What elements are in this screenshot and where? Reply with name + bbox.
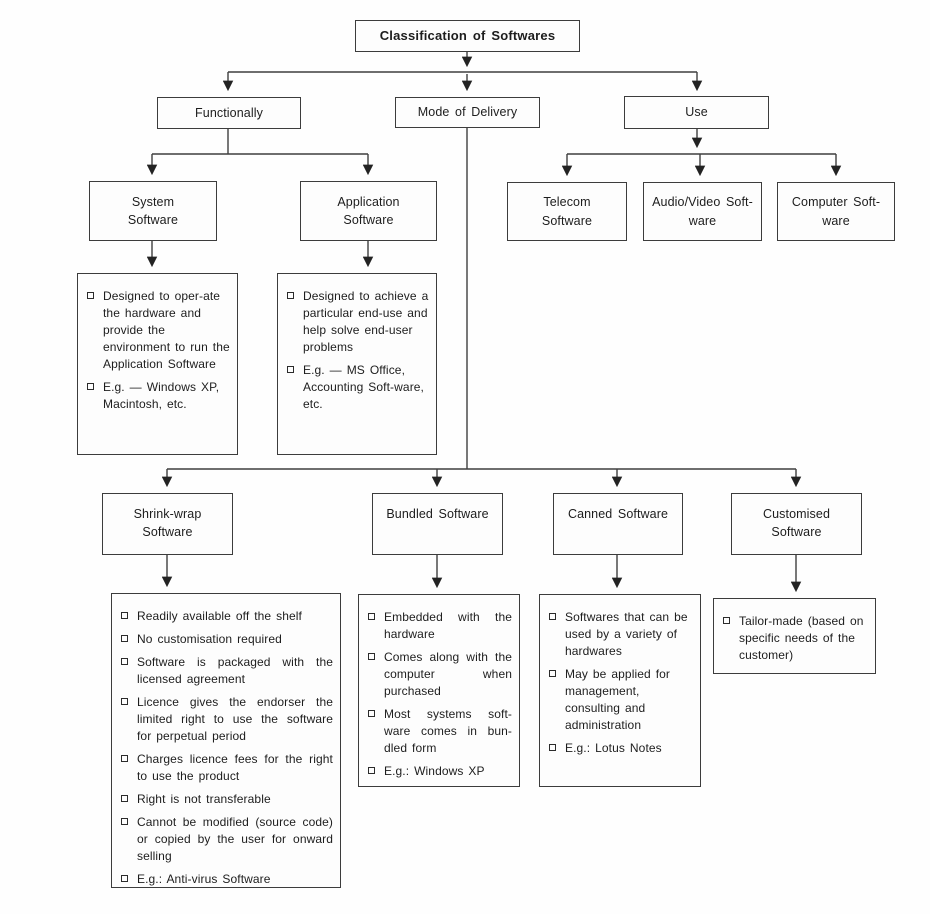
bullet-item: Designed to achieve a particular end-use… xyxy=(287,288,429,356)
detail-application-software: Designed to achieve a particular end-use… xyxy=(277,273,437,455)
square-bullet-icon xyxy=(368,710,375,718)
bullet-text: No customisation required xyxy=(137,632,282,647)
bullet-text: Designed to achieve a particular end-use… xyxy=(303,289,429,355)
bullet-text: Readily available off the shelf xyxy=(137,609,302,623)
square-bullet-icon xyxy=(121,635,128,643)
bullet-text: E.g. — Windows XP, Macintosh, etc. xyxy=(103,380,220,412)
square-bullet-icon xyxy=(121,755,128,763)
bullet-text: May be applied for management, consultin… xyxy=(565,667,671,733)
bullet-item: Embedded with the hardware xyxy=(368,609,512,643)
bullet-text: Softwares that can be used by a variety … xyxy=(565,610,688,659)
bullet-text: Tailor-made (based on specific needs of … xyxy=(739,614,864,663)
node-computer-software: Computer Soft- ware xyxy=(777,182,895,241)
bullet-text: Cannot be modified (source code) or copi… xyxy=(137,815,333,864)
node-audio-video-software: Audio/Video Soft- ware xyxy=(643,182,762,241)
node-shrink-wrap-software: Shrink-wrap Software xyxy=(102,493,233,555)
square-bullet-icon xyxy=(549,613,556,620)
node-use: Use xyxy=(624,96,769,129)
bullet-item: Charges licence fees for the right to us… xyxy=(121,751,333,785)
bullet-item: No customisation required xyxy=(121,631,333,648)
node-application-software: Application Software xyxy=(300,181,437,241)
bullet-item: Readily available off the shelf xyxy=(121,608,333,625)
bullet-list: Designed to achieve a particular end-use… xyxy=(287,288,429,413)
node-functionally: Functionally xyxy=(157,97,301,129)
bullet-list: Readily available off the shelf No custom… xyxy=(121,608,333,888)
bullet-list: Softwares that can be used by a variety … xyxy=(549,609,693,757)
bullet-list: Designed to oper-ate the hardware and pr… xyxy=(87,288,230,413)
bullet-item: E.g. — Windows XP, Macintosh, etc. xyxy=(87,379,230,413)
bullet-text: E.g. — MS Office, Accounting Soft-ware, … xyxy=(303,363,424,412)
bullet-item: Cannot be modified (source code) or copi… xyxy=(121,814,333,865)
square-bullet-icon xyxy=(368,613,375,620)
bullet-item: Software is packaged with the licensed a… xyxy=(121,654,333,688)
square-bullet-icon xyxy=(549,744,556,752)
bullet-item: Licence gives the endorser the limited r… xyxy=(121,694,333,745)
bullet-item: Designed to oper-ate the hardware and pr… xyxy=(87,288,230,373)
bullet-text: Charges licence fees for the right to us… xyxy=(137,752,333,784)
bullet-item: Softwares that can be used by a variety … xyxy=(549,609,693,660)
square-bullet-icon xyxy=(87,383,94,391)
square-bullet-icon xyxy=(287,292,294,299)
bullet-item: Tailor-made (based on specific needs of … xyxy=(723,613,868,664)
node-customised-software: Customised Software xyxy=(731,493,862,555)
bullet-item: E.g.: Anti-virus Software xyxy=(121,871,333,888)
bullet-item: E.g.: Lotus Notes xyxy=(549,740,693,757)
bullet-list: Tailor-made (based on specific needs of … xyxy=(723,613,868,664)
bullet-text: E.g.: Windows XP xyxy=(384,764,485,779)
detail-system-software: Designed to oper-ate the hardware and pr… xyxy=(77,273,238,455)
bullet-item: May be applied for management, consultin… xyxy=(549,666,693,734)
square-bullet-icon xyxy=(121,875,128,883)
square-bullet-icon xyxy=(549,670,556,678)
square-bullet-icon xyxy=(723,617,730,624)
square-bullet-icon xyxy=(368,767,375,775)
detail-canned-software: Softwares that can be used by a variety … xyxy=(539,594,701,787)
node-mode-of-delivery: Mode of Delivery xyxy=(395,97,540,128)
bullet-text: E.g.: Anti-virus Software xyxy=(137,872,271,887)
bullet-text: E.g.: Lotus Notes xyxy=(565,741,662,756)
bullet-text: Software is packaged with the licensed a… xyxy=(137,655,333,687)
detail-customised-software: Tailor-made (based on specific needs of … xyxy=(713,598,876,674)
bullet-text: Licence gives the endorser the limited r… xyxy=(137,695,333,744)
bullet-text: Embedded with the hardware xyxy=(384,610,512,642)
square-bullet-icon xyxy=(121,698,128,706)
bullet-text: Right is not transferable xyxy=(137,792,271,807)
square-bullet-icon xyxy=(121,795,128,803)
node-classification-of-softwares: Classification of Softwares xyxy=(355,20,580,52)
node-canned-software: Canned Software xyxy=(553,493,683,555)
bullet-text: Comes along with the computer when purch… xyxy=(384,650,512,699)
bullet-item: Most systems soft-ware comes in bun-dled… xyxy=(368,706,512,757)
square-bullet-icon xyxy=(121,818,128,826)
bullet-item: E.g.: Windows XP xyxy=(368,763,512,780)
node-system-software: System Software xyxy=(89,181,217,241)
bullet-text: Most systems soft-ware comes in bun-dled… xyxy=(384,707,512,756)
bullet-item: Comes along with the computer when purch… xyxy=(368,649,512,700)
node-telecom-software: Telecom Software xyxy=(507,182,627,241)
square-bullet-icon xyxy=(87,292,94,299)
square-bullet-icon xyxy=(121,612,128,619)
square-bullet-icon xyxy=(287,366,294,374)
square-bullet-icon xyxy=(121,658,128,666)
bullet-item: Right is not transferable xyxy=(121,791,333,808)
square-bullet-icon xyxy=(368,653,375,661)
node-bundled-software: Bundled Software xyxy=(372,493,503,555)
bullet-item: E.g. — MS Office, Accounting Soft-ware, … xyxy=(287,362,429,413)
bullet-text: Designed to oper-ate the hardware and pr… xyxy=(103,289,230,372)
detail-shrink-wrap-software: Readily available off the shelf No custom… xyxy=(111,593,341,888)
